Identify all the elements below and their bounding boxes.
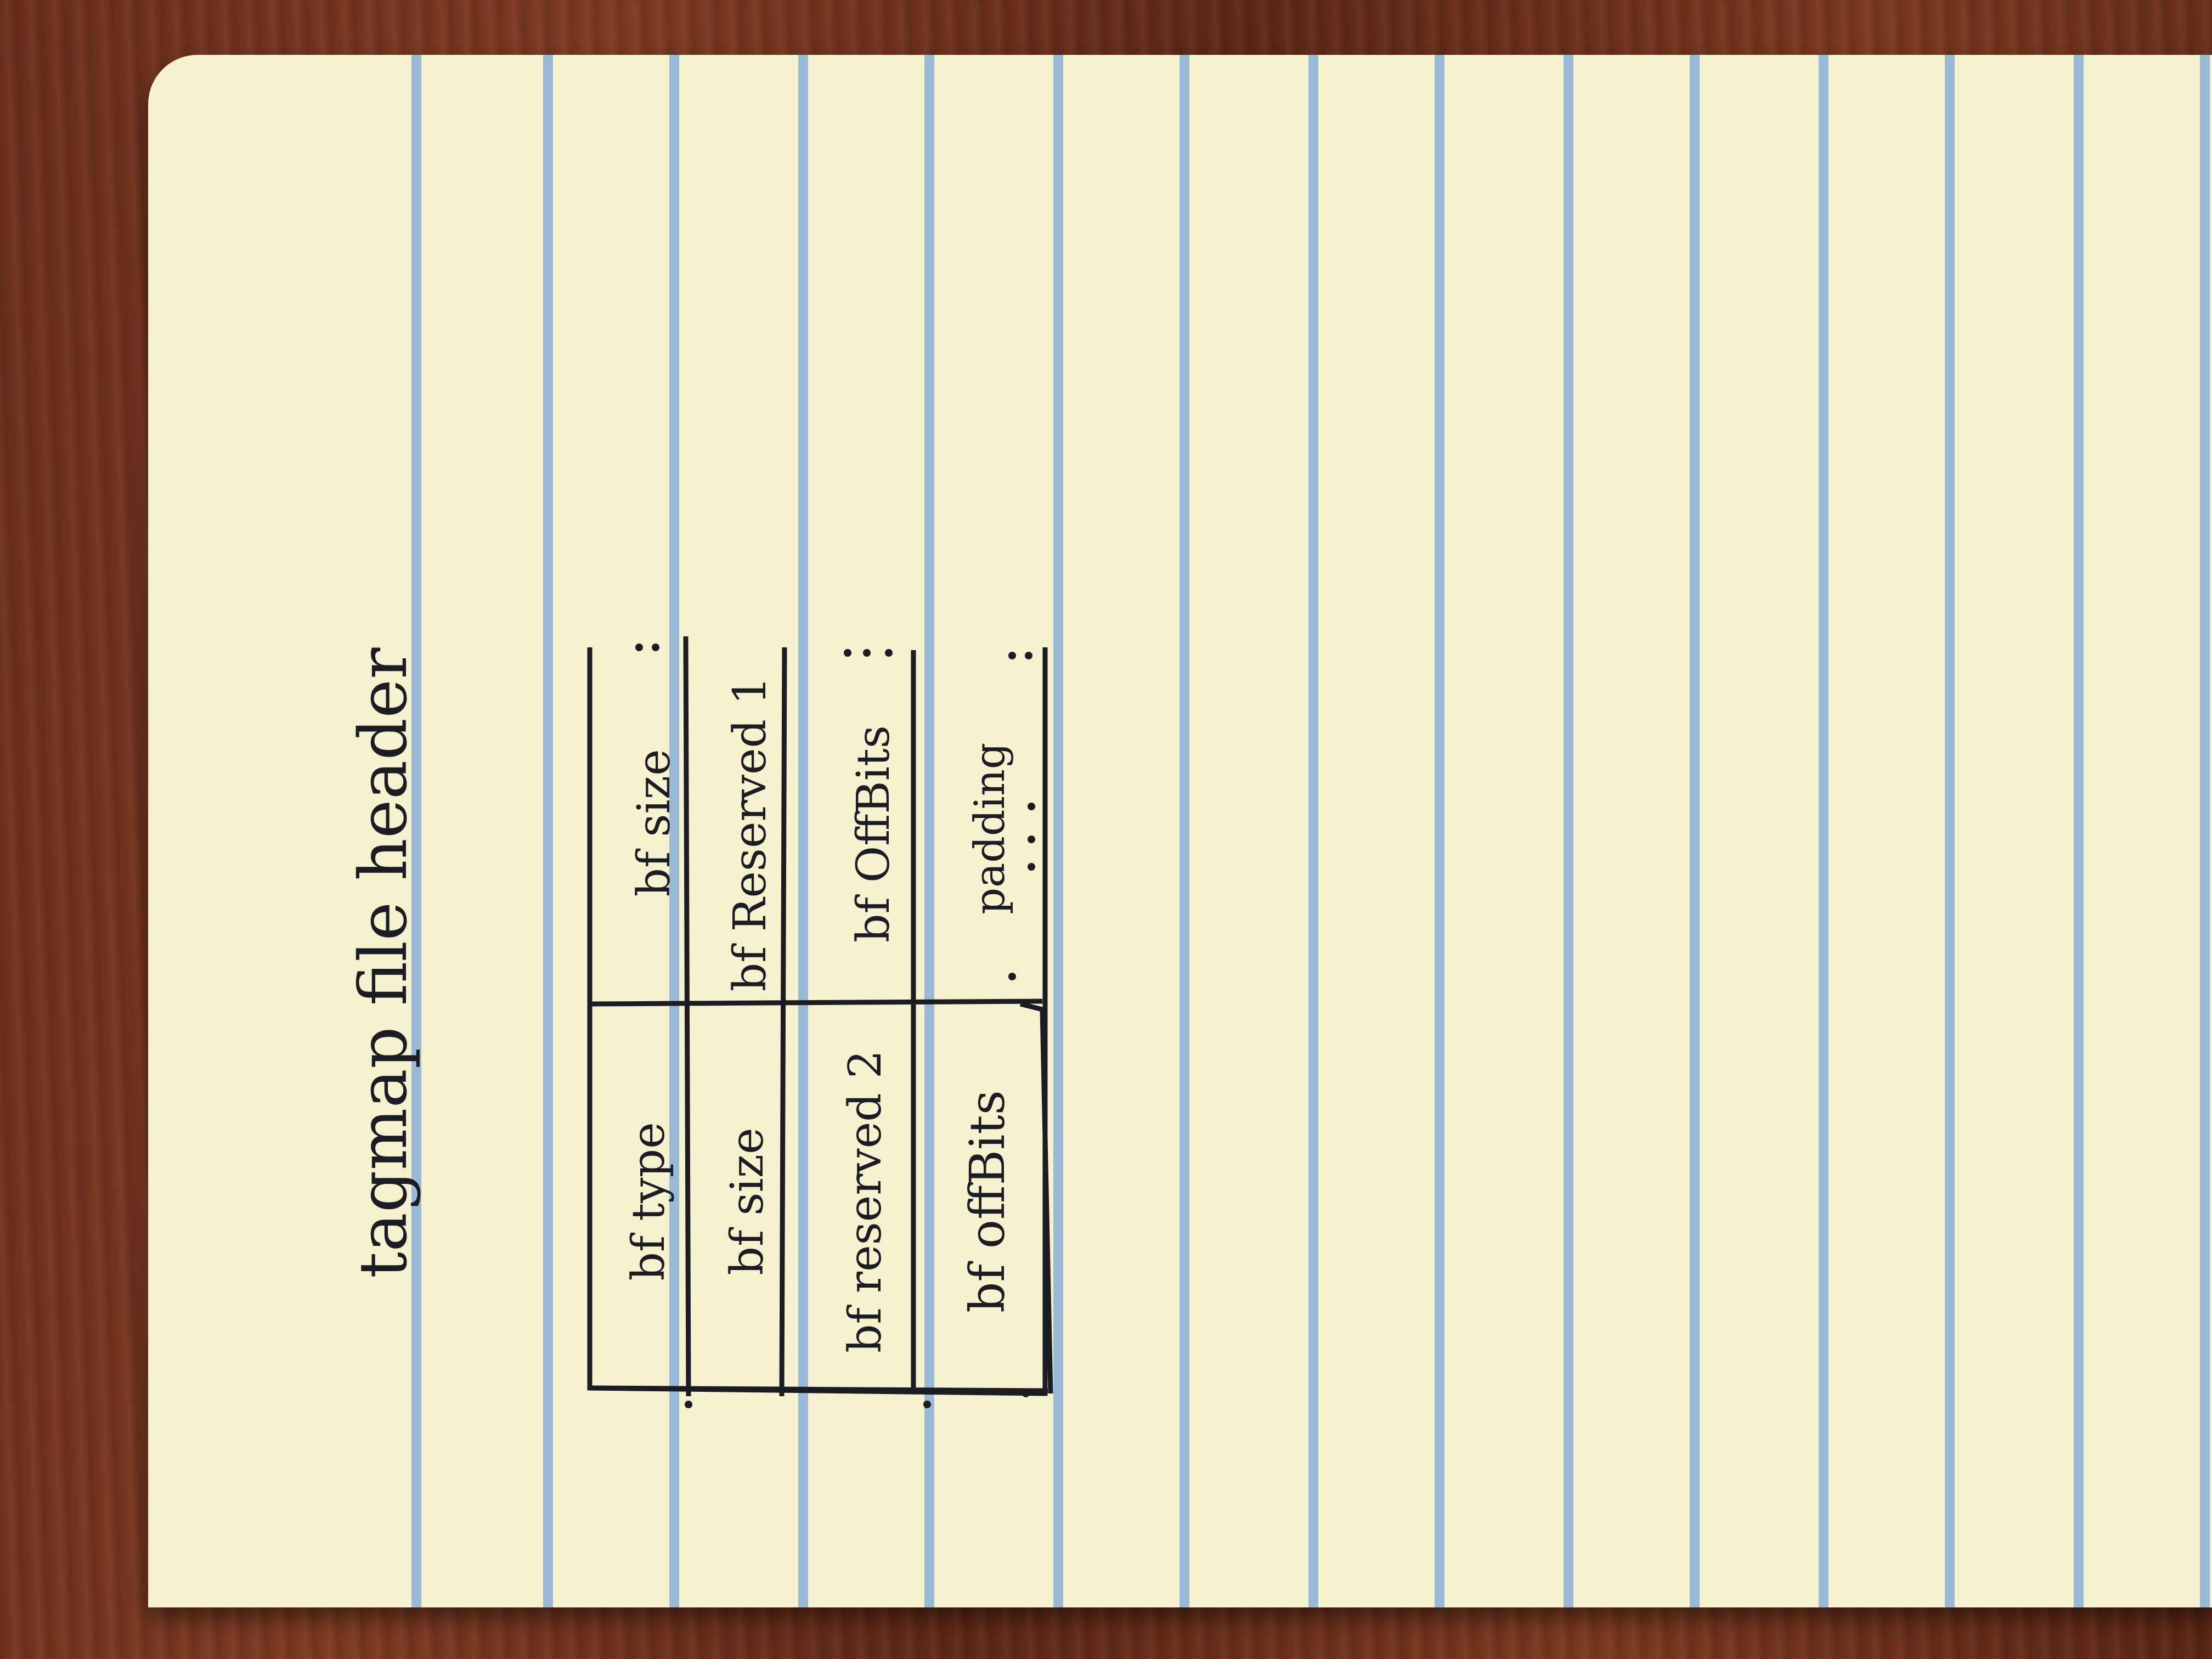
- ruled-line: [924, 55, 934, 1607]
- ruled-line: [1564, 55, 1573, 1607]
- ruled-line: [669, 55, 679, 1607]
- ruled-line: [798, 55, 808, 1607]
- lined-paper-sheet: [148, 55, 2212, 1607]
- ruled-line: [411, 55, 421, 1607]
- ruled-line: [1945, 55, 1955, 1607]
- ruled-line: [2200, 55, 2210, 1607]
- ruled-line: [1308, 55, 1318, 1607]
- ruled-line: [1180, 55, 1189, 1607]
- ruled-line: [1819, 55, 1829, 1607]
- ruled-line: [1690, 55, 1700, 1607]
- ruled-line: [2074, 55, 2084, 1607]
- ruled-line: [1053, 55, 1063, 1607]
- ruled-line: [1435, 55, 1444, 1607]
- ruled-line: [543, 55, 553, 1607]
